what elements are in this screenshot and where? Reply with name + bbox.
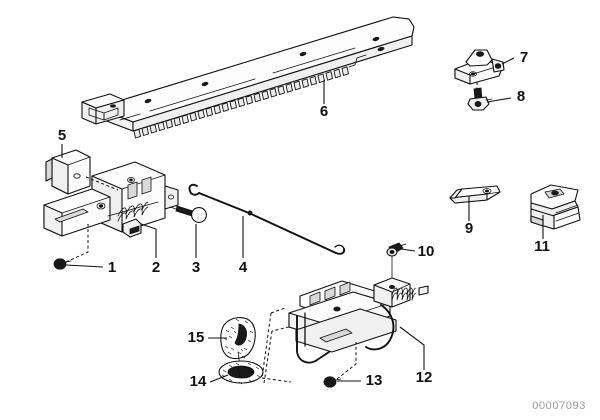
leader-lines (61, 57, 544, 383)
callout-label-11: 11 (534, 238, 550, 255)
striker-coil-spring (391, 287, 417, 301)
callout-label-10: 10 (418, 243, 435, 260)
callout-labels: 1 2 3 4 5 6 7 8 9 10 11 12 13 14 15 (58, 49, 550, 390)
callout-label-5: 5 (58, 127, 66, 144)
callout-label-1: 1 (108, 259, 116, 276)
lock-coil-spring (117, 201, 149, 222)
part-lock-cover-plate (45, 149, 91, 195)
callout-label-13: 13 (366, 372, 383, 389)
part-latch-bracket (454, 49, 505, 85)
callout-label-7: 7 (520, 49, 528, 66)
part-bolt-round-head (169, 205, 207, 223)
part-screw-small-bottom (323, 376, 342, 388)
callout-label-2: 2 (152, 259, 160, 276)
callout-label-8: 8 (517, 88, 525, 105)
diagram-watermark: 00007093 (532, 400, 586, 412)
part-clamp-block (530, 184, 581, 230)
part-rubber-washer-pad (218, 360, 264, 385)
callout-label-6: 6 (320, 103, 328, 120)
rail-end-cap (81, 93, 125, 125)
callout-label-15: 15 (188, 329, 205, 346)
part-striker-hook-assembly (288, 277, 429, 364)
part-toothed-seat-rail (81, 16, 415, 139)
callout-label-9: 9 (465, 220, 473, 237)
callout-label-14: 14 (190, 373, 207, 390)
bump-stop-texture (223, 318, 254, 359)
callout-label-12: 12 (416, 369, 433, 386)
part-seat-lock-assembly (43, 161, 179, 238)
part-release-rod (188, 183, 346, 255)
part-flat-strip-bracket (449, 185, 501, 204)
washer-pad-texture (221, 362, 261, 385)
callout-label-3: 3 (192, 259, 200, 276)
rail-teeth (133, 54, 367, 139)
part-bolt-flanged-small (467, 87, 493, 111)
callout-label-4: 4 (239, 259, 248, 276)
part-rubber-bump-stop (220, 317, 256, 367)
assembly-guide-bracket (261, 307, 292, 384)
